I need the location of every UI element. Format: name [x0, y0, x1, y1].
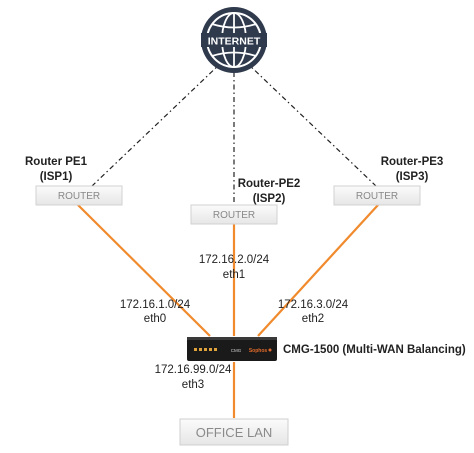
router-pe3-title: Router-PE3 [381, 156, 444, 168]
internet-globe-icon: INTERNET [201, 7, 267, 73]
router-pe1: Router PE1 (ISP1) ROUTER [25, 156, 123, 206]
internet-links [91, 61, 377, 204]
iface-eth3: eth3 [182, 379, 204, 391]
subnet-eth1: 172.16.2.0/24 [199, 254, 270, 266]
internet-link-isp1 [91, 61, 223, 187]
appliance-body [187, 337, 277, 361]
appliance-panel-text: CMG [231, 348, 242, 353]
appliance-ports-icon [194, 348, 217, 351]
status-led-icon [268, 348, 272, 352]
router-pe1-isp: (ISP1) [40, 171, 73, 183]
router-pe2-box [190, 204, 278, 225]
router-pe3: Router-PE3 (ISP3) ROUTER [333, 156, 444, 206]
appliance-brand-text: Sophos [249, 348, 268, 354]
subnet-eth0: 172.16.1.0/24 [120, 299, 191, 311]
subnet-eth3: 172.16.99.0/24 [155, 364, 232, 376]
wan-link-eth2 [257, 204, 379, 337]
router-pe2-box-label: ROUTER [213, 210, 255, 221]
router-pe1-box-label: ROUTER [58, 191, 100, 202]
wan-links [77, 204, 379, 418]
router-pe3-box-label: ROUTER [356, 191, 398, 202]
iface-eth0: eth0 [144, 313, 166, 325]
cmg-appliance: CMG Sophos [187, 337, 277, 361]
router-pe3-box [333, 185, 421, 206]
internet-link-isp3 [245, 61, 377, 187]
internet-label: INTERNET [208, 36, 261, 48]
office-lan-box [179, 418, 289, 446]
subnet-eth2: 172.16.3.0/24 [278, 299, 349, 311]
router-pe2-isp: (ISP2) [253, 193, 286, 205]
router-pe1-box [35, 185, 123, 206]
office-lan: OFFICE LAN [179, 418, 289, 446]
router-pe2-title: Router-PE2 [238, 178, 301, 190]
router-pe1-title: Router PE1 [25, 156, 88, 168]
device-name: CMG-1500 (Multi-WAN Balancing) [283, 344, 466, 356]
iface-eth2: eth2 [302, 313, 324, 325]
office-lan-label: OFFICE LAN [196, 425, 273, 440]
iface-eth1: eth1 [223, 269, 245, 281]
router-pe3-isp: (ISP3) [396, 171, 429, 183]
router-pe2: Router-PE2 (ISP2) ROUTER [190, 178, 301, 225]
wan-link-eth0 [77, 204, 211, 337]
